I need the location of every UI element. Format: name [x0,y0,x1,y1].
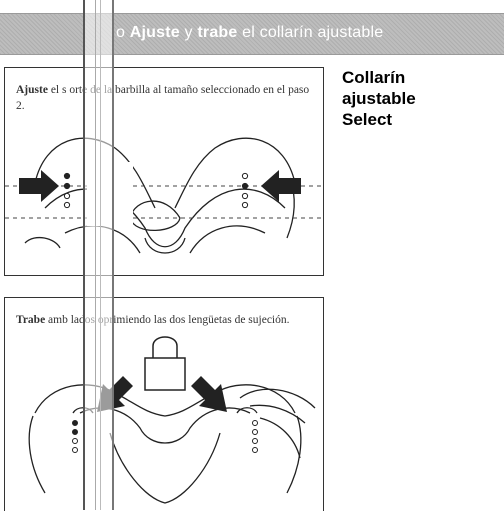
product-title-line-1: Collarín [342,68,406,87]
scan-binding-strip [83,0,114,510]
step-2-illustration [28,336,316,504]
arrow-icon-right-diagonal [191,376,227,412]
step-2-panel: Trabe amb lados oprimiendo las dos lengü… [4,297,324,511]
step-1-illustration [5,137,323,254]
adjust-holes-left [63,172,71,209]
step-1-text: el s orte de la barbilla al tamaño selec… [16,84,310,112]
arrow-icon-right [261,170,301,202]
step-heading: o Ajuste y trabe el collarín ajustable [116,24,383,42]
padlock-icon [144,336,186,391]
product-title-line-2: ajustable [342,89,416,108]
heading-connector: y [179,24,198,41]
step-1-panel: Ajuste el s orte de la barbilla al tamañ… [4,67,324,276]
product-title-line-3: Select [342,110,393,129]
step-1-bold: Ajuste [16,84,48,96]
product-title: Collarín ajustable Select [342,67,416,130]
heading-rest: el collarín ajustable [237,24,384,41]
heading-word-lock: trabe [197,24,238,41]
heading-word-adjust: Ajuste [129,24,180,41]
arrow-icon-left [19,170,59,202]
step-2-bold: Trabe [16,314,46,326]
adjust-holes-right [241,172,249,209]
lock-holes-right [252,420,258,453]
heading-step-prefix: o [116,24,130,41]
lock-holes-left [72,420,78,453]
step-1-instruction: Ajuste el s orte de la barbilla al tamañ… [16,82,316,114]
